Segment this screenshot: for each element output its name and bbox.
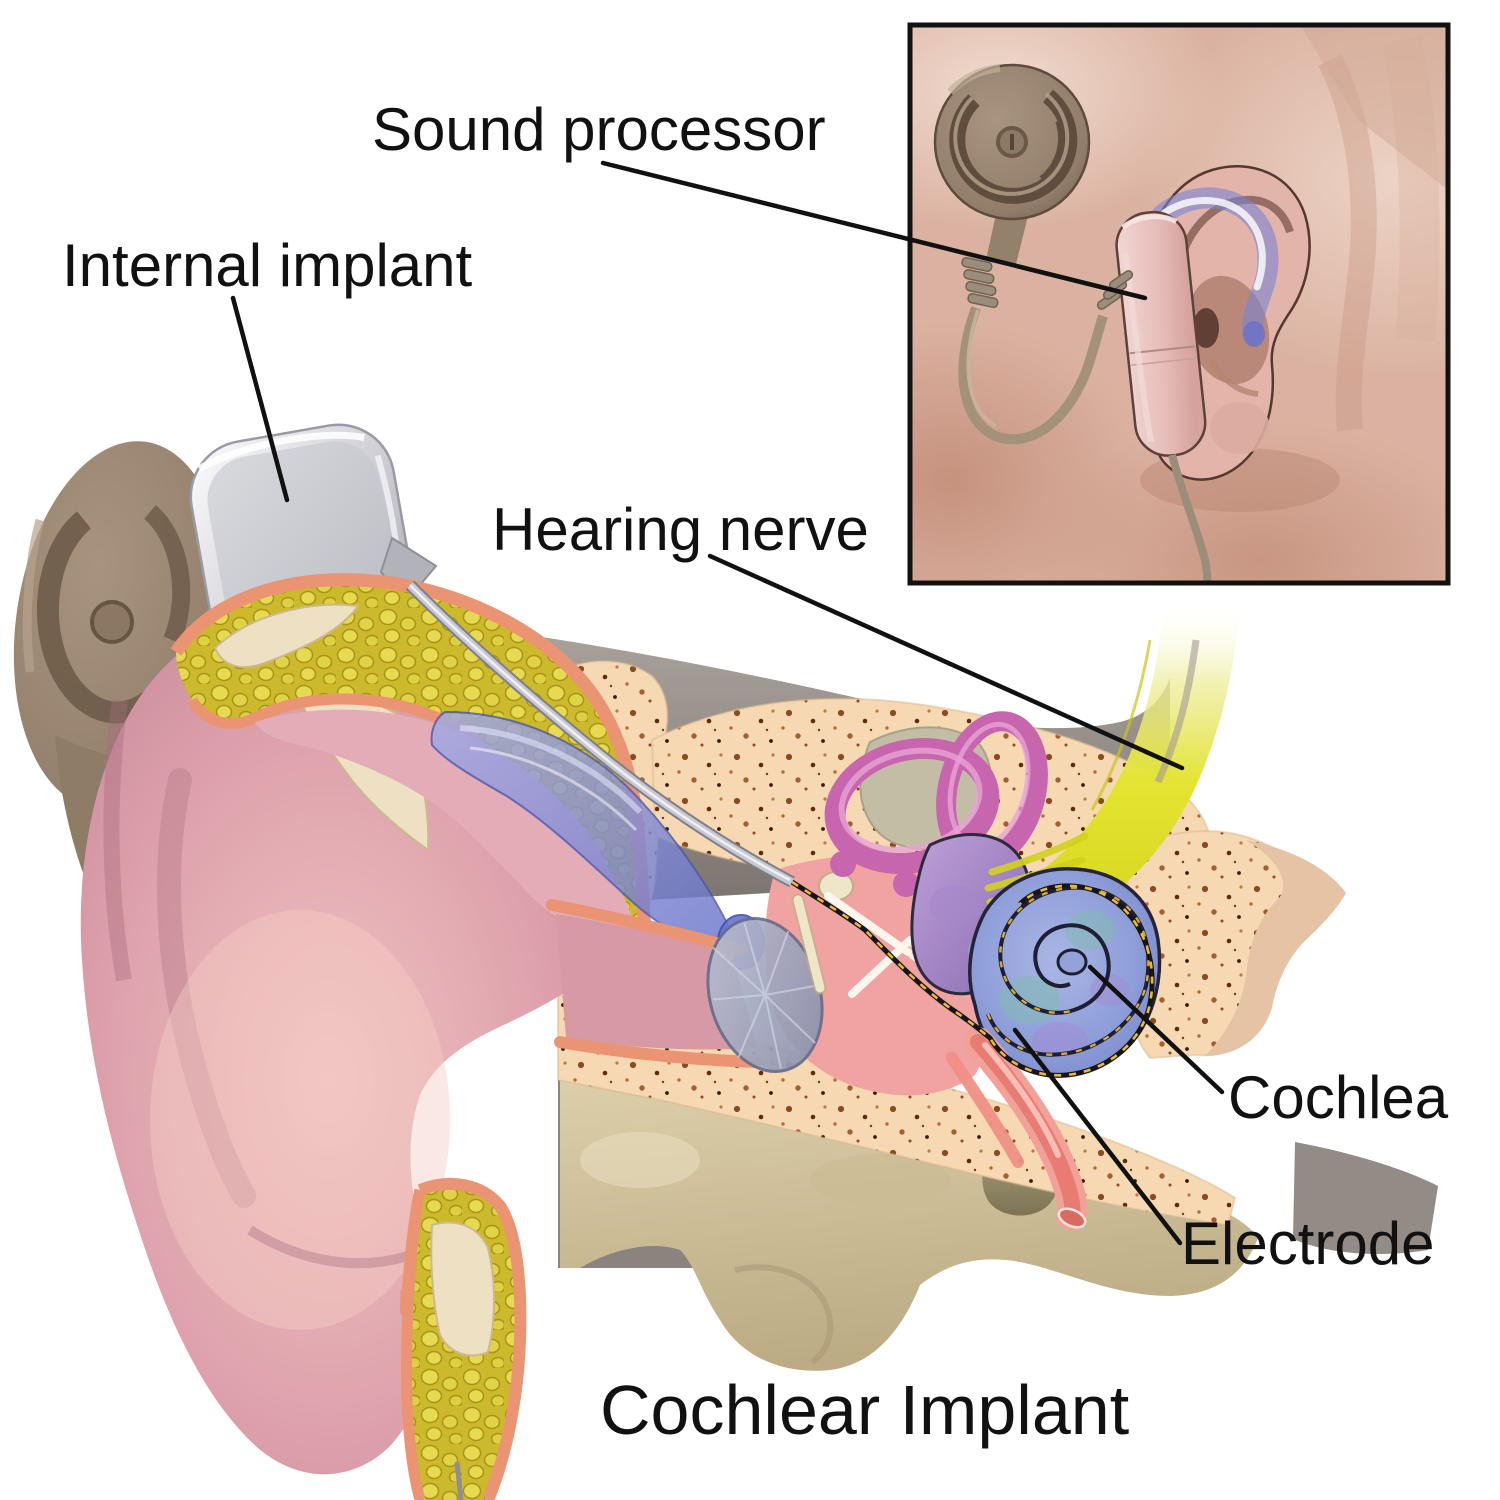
electrode-lead <box>405 580 1155 1078</box>
label-cochlea: Cochlea <box>1228 1064 1449 1131</box>
ear-inner-skin <box>255 709 642 948</box>
mastoid-bone <box>560 1069 1258 1371</box>
leader-electrode <box>1012 1027 1183 1246</box>
cochlea-apex <box>1056 948 1088 976</box>
ossicles <box>791 871 929 998</box>
cochlea-spiral <box>968 867 1162 1077</box>
label-internal-implant: Internal implant <box>62 232 473 299</box>
electrode-gold-dashes <box>791 880 1154 1077</box>
inset-processor-cable <box>1168 453 1212 583</box>
inset-border <box>907 22 1451 586</box>
label-hearing-nerve: Hearing nerve <box>492 496 869 563</box>
label-sound-processor: Sound processor <box>372 96 826 163</box>
inset-transmitter-coil <box>933 63 1134 445</box>
main-ear-cross-section <box>13 423 1438 1500</box>
inset-external-view <box>907 22 1451 586</box>
eardrum <box>706 917 824 1073</box>
ear-cut-band-lower <box>400 1178 527 1500</box>
inset-earhook <box>1151 187 1279 347</box>
leader-sound-processor <box>600 160 1148 301</box>
leader-internal-implant <box>230 295 290 503</box>
leader-lines <box>230 160 1225 1246</box>
leader-cochlea <box>1087 964 1225 1095</box>
figure-title: Cochlear Implant <box>600 1371 1130 1449</box>
inset-coil-cable <box>958 306 1108 445</box>
eustachian-tube <box>946 1027 1088 1231</box>
processor-cable-lower <box>454 1461 464 1500</box>
leader-hearing-nerve <box>707 553 1185 771</box>
label-electrode: Electrode <box>1181 1210 1435 1277</box>
